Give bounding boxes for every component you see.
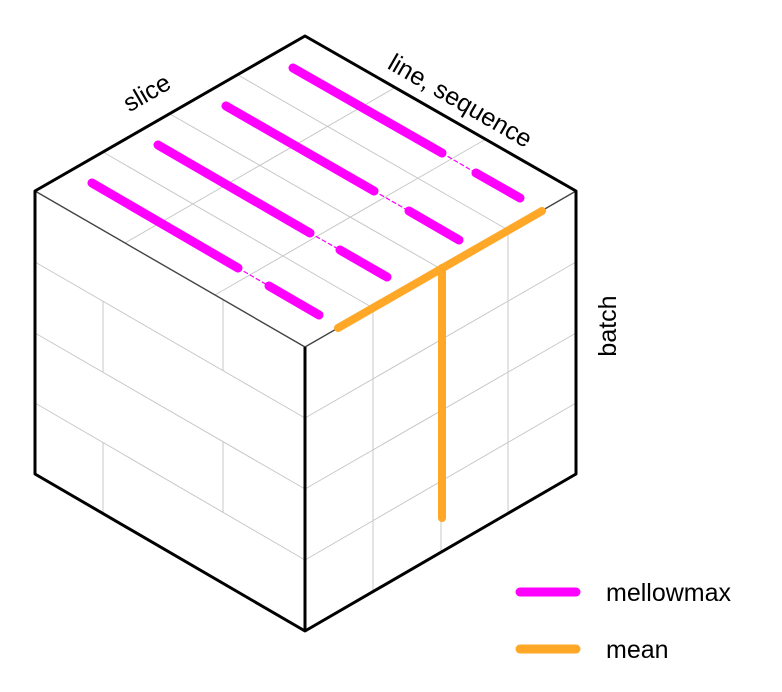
legend: mellowmax mean [515,579,732,664]
mean-lines [334,207,546,522]
mellowmax-line-4 [288,63,525,203]
legend-label-mellowmax: mellowmax [606,579,732,607]
legend-item-mean: mean [515,636,669,664]
batch-axis-label: batch [594,295,622,356]
mellowmax-line-3 [221,101,464,245]
legend-item-mellowmax: mellowmax [515,579,732,607]
legend-label-mean: mean [606,636,669,664]
mellowmax-line-2 [153,140,392,282]
mellowmax-lines [87,63,525,320]
slice-axis-label: slice [118,68,175,117]
mellowmax-line-1 [87,178,324,320]
